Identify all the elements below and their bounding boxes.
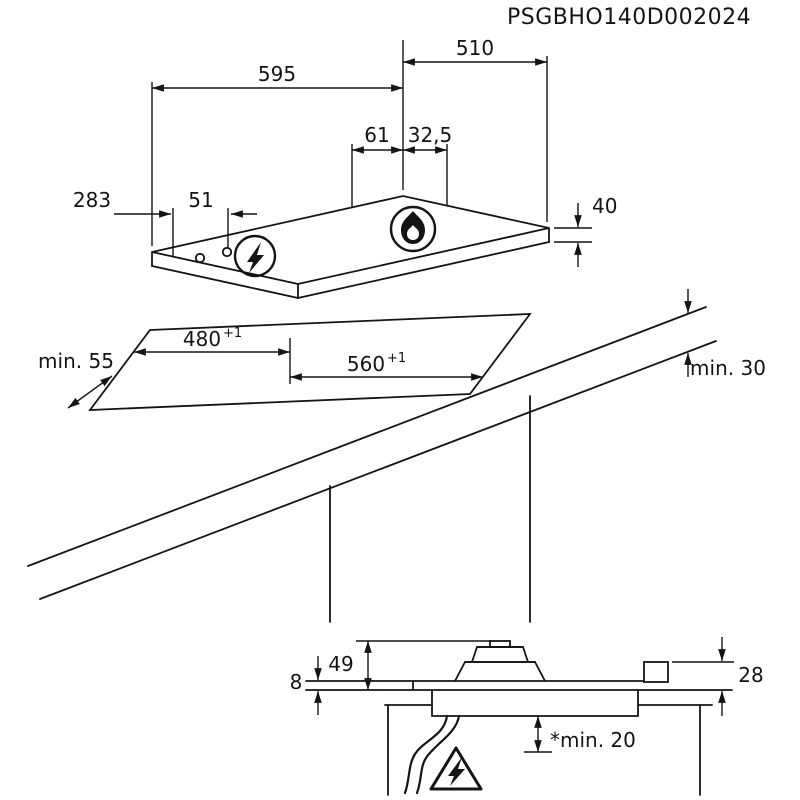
dim-electrical-offset: 283 <box>73 188 111 212</box>
dim-flange-height: 8 <box>290 670 303 694</box>
dim-burner-offset-b: 32,5 <box>408 123 453 147</box>
lightning-bolt-icon <box>247 242 264 273</box>
dim-injector-offset: 51 <box>188 188 213 212</box>
dim-cutout-width: 560 <box>347 352 385 376</box>
dim-cutout-depth-tolerance: +1 <box>223 326 242 341</box>
worktop-edge <box>27 306 707 567</box>
dim-cutout-depth: 480 <box>183 327 221 351</box>
dim-rear-height: 28 <box>738 663 763 687</box>
gas-hose <box>403 714 449 795</box>
dim-hob-thickness: 40 <box>592 194 617 218</box>
dim-burner-offset-a: 61 <box>364 123 389 147</box>
gas-hose <box>415 714 461 795</box>
burner-body <box>454 661 546 682</box>
model-code: PSGBHO140D002024 <box>507 5 751 30</box>
electrical-warning-triangle-icon <box>429 746 483 791</box>
hob-top-view <box>151 195 550 299</box>
injector-mark <box>194 252 206 264</box>
dim-min-front-clearance: min. 55 <box>38 349 114 373</box>
dim-overall-width: 595 <box>258 62 296 86</box>
burner-cap <box>471 646 529 663</box>
dim-min-worktop-thickness: min. 30 <box>690 356 766 380</box>
gas-burner-symbol <box>389 205 437 253</box>
burner-knob <box>489 640 511 648</box>
dim-overall-depth: 510 <box>456 36 494 60</box>
electrical-connection-symbol <box>233 234 277 278</box>
installation-section-view: 8 49 28 *min. 20 <box>290 637 764 796</box>
cutout-outline <box>88 313 532 411</box>
worktop-edge <box>39 340 717 600</box>
hob-under-body <box>431 689 639 717</box>
lightning-bolt-icon <box>448 757 465 786</box>
injector-mark <box>221 246 233 258</box>
hob-dimensions: 595 510 61 32,5 283 51 40 <box>73 36 617 267</box>
dim-cutout-width-tolerance: +1 <box>387 351 406 366</box>
worktop-cutout-view: 480 +1 560 +1 min. 55 min. 30 <box>27 289 766 623</box>
dim-overall-height: 49 <box>328 652 353 676</box>
dim-min-bottom-clearance: *min. 20 <box>550 728 636 752</box>
rear-profile <box>643 661 669 683</box>
